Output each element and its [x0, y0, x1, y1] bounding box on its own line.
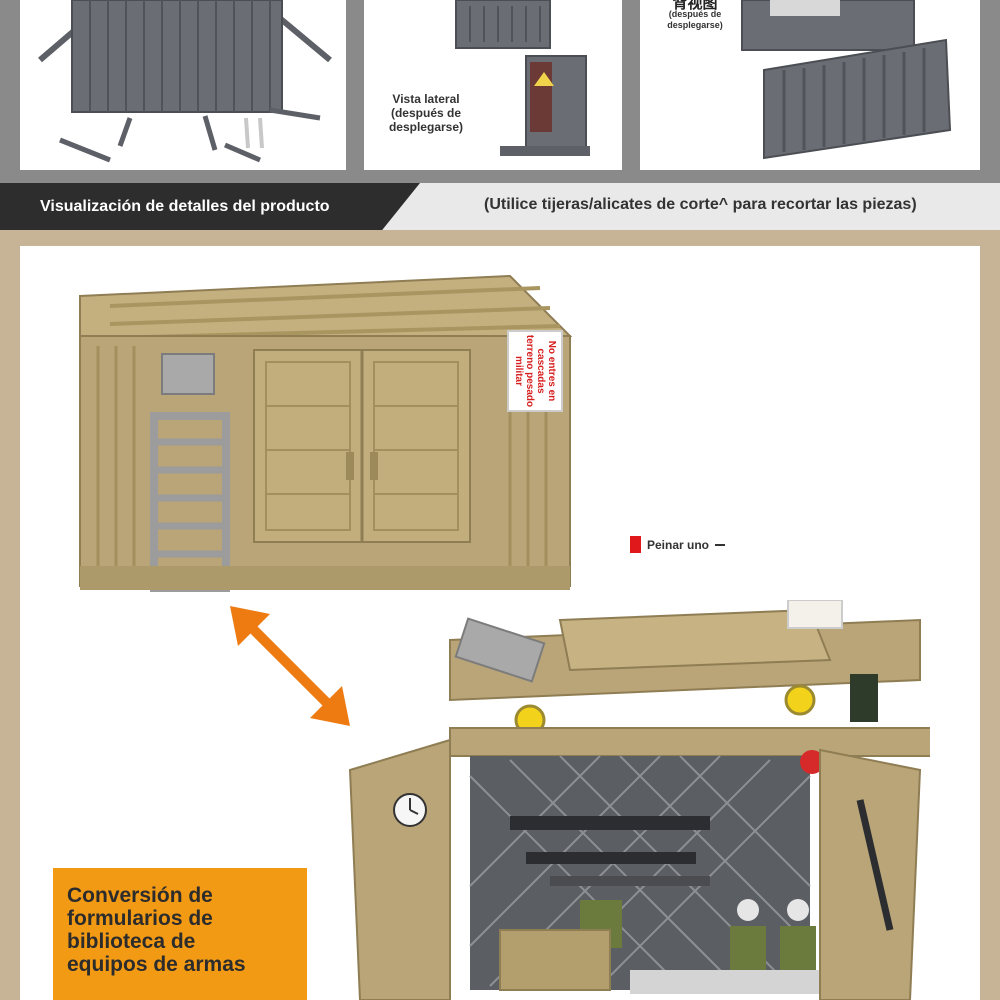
side-view-caption-line: (después de — [390, 106, 462, 120]
side-view-caption-line: Vista lateral — [392, 92, 460, 106]
legend: Peinar uno — [630, 536, 726, 553]
banner-title: Visualización de detalles del producto — [40, 198, 330, 215]
banner-title-block — [0, 183, 420, 230]
view-panel-front — [20, 0, 346, 170]
side-view-caption: Vista lateral (después de desplegarse) — [376, 92, 476, 134]
section-banner: Visualización de detalles del producto (… — [0, 183, 1000, 230]
warning-sign: No entres en cascadas terreno pesado mil… — [507, 330, 563, 412]
banner-note: (Utilice tijeras/alicates de corte^ para… — [484, 196, 917, 213]
legend-swatch — [630, 536, 641, 553]
back-view-caption-line: (después de — [668, 9, 722, 19]
view-panel-back: 背视图 (después de desplegarse) — [640, 0, 980, 170]
callout-line: biblioteca de — [67, 930, 196, 953]
gray-container-back — [741, 0, 952, 160]
legend-label: Peinar uno — [647, 537, 710, 552]
double-arrow-icon — [230, 606, 350, 726]
tan-container-closed — [79, 274, 573, 592]
feature-callout: Conversión de formularios de biblioteca … — [53, 868, 307, 1000]
back-view-caption: 背视图 (después de desplegarse) — [650, 0, 740, 31]
back-view-caption-line: desplegarse) — [667, 20, 723, 30]
tan-container-open — [348, 600, 930, 1000]
side-view-caption-line: desplegarse) — [388, 120, 464, 134]
legend-line — [715, 543, 726, 546]
callout-line: Conversión de — [67, 884, 213, 907]
gray-container-unfolded — [38, 0, 332, 163]
top-views-strip: Vista lateral (después de desplegarse) 背… — [0, 0, 1000, 185]
callout-line: formularios de — [67, 907, 213, 930]
product-detail-panel: No entres en cascadas terreno pesado mil… — [20, 246, 980, 1000]
back-view-title: 背视图 — [672, 0, 718, 12]
view-panel-side: Vista lateral (después de desplegarse) — [364, 0, 622, 170]
gray-container-side — [455, 0, 590, 156]
callout-line: equipos de armas — [67, 953, 246, 976]
warning-sign-text: No entres en cascadas terreno pesado mil… — [513, 334, 557, 408]
